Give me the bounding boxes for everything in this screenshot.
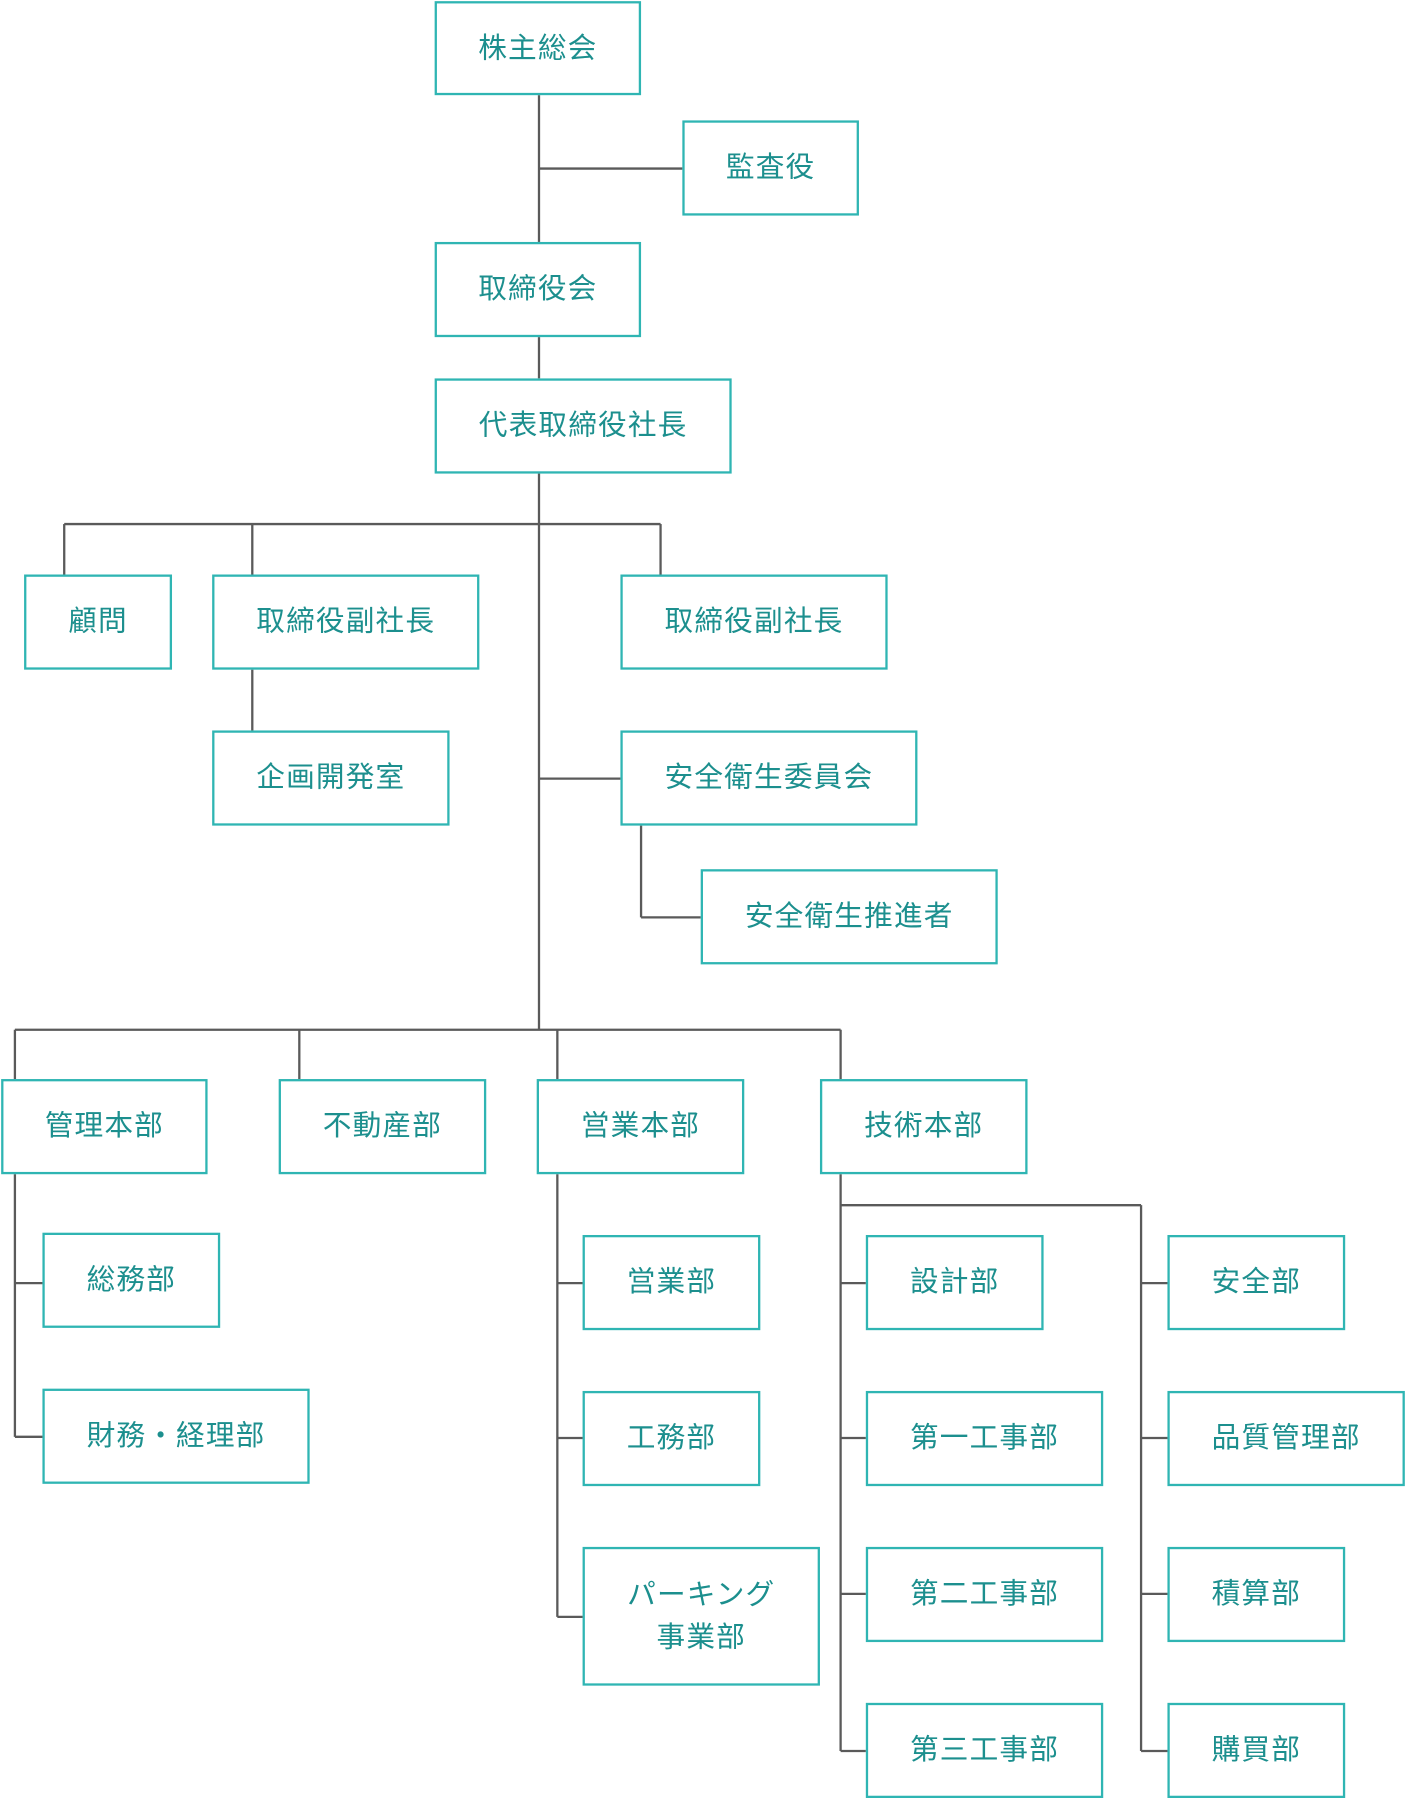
estimation-box: 積算部 (1167, 1546, 1346, 1643)
box-label: 安全衛生委員会 (664, 760, 874, 794)
box-label: 営業本部 (580, 1109, 701, 1143)
box-label: 監査役 (725, 150, 816, 184)
box-label: 第三工事部 (909, 1733, 1060, 1767)
parking-business-box: パーキング 事業部 (582, 1546, 820, 1686)
box-label: 総務部 (86, 1262, 177, 1297)
box-label: 購買部 (1211, 1733, 1302, 1767)
construction-1-box: 第一工事部 (865, 1390, 1104, 1487)
construction-2-box: 第二工事部 (865, 1546, 1104, 1643)
construction-affairs-box: 工務部 (582, 1390, 761, 1487)
general-affairs-box: 総務部 (42, 1232, 221, 1328)
real-estate-box: 不動産部 (278, 1079, 487, 1175)
safety-dept-box: 安全部 (1167, 1234, 1346, 1331)
sales-hq-box: 営業本部 (536, 1079, 745, 1175)
box-label: 営業部 (626, 1265, 717, 1299)
board-of-directors-box: 取締役会 (434, 241, 642, 338)
box-label: 技術本部 (864, 1109, 984, 1143)
design-dept-box: 設計部 (865, 1234, 1044, 1331)
box-label: 第二工事部 (909, 1577, 1060, 1611)
construction-3-box: 第三工事部 (865, 1702, 1104, 1798)
shareholders-meeting-box: 株主総会 (434, 1, 642, 96)
vice-president-right-box: 取締役副社長 (620, 574, 888, 670)
box-label: 工務部 (626, 1421, 717, 1455)
sales-dept-box: 営業部 (582, 1234, 761, 1331)
box-label: 管理本部 (44, 1109, 164, 1143)
tech-hq-box: 技術本部 (819, 1079, 1028, 1175)
admin-hq-box: 管理本部 (1, 1079, 208, 1175)
finance-accounting-box: 財務・経理部 (42, 1388, 310, 1484)
box-label: 株主総会 (478, 30, 598, 65)
box-label: 不動産部 (322, 1109, 443, 1143)
box-label: 安全衛生推進者 (744, 899, 954, 933)
safety-committee-box: 安全衛生委員会 (620, 730, 918, 826)
box-label: 取締役会 (478, 272, 598, 306)
box-label: パーキング 事業部 (627, 1578, 776, 1653)
auditor-box: 監査役 (682, 120, 859, 216)
planning-office-box: 企画開発室 (212, 730, 450, 826)
box-label: 積算部 (1211, 1577, 1302, 1611)
box-label: 設計部 (909, 1265, 1000, 1299)
box-label: 第一工事部 (909, 1421, 1060, 1455)
president-box: 代表取締役社長 (434, 378, 732, 474)
vice-president-left-box: 取締役副社長 (212, 574, 480, 670)
box-label: 安全部 (1211, 1265, 1302, 1299)
box-label: 取締役副社長 (256, 604, 436, 638)
box-label: 顧問 (68, 604, 128, 638)
box-label: 取締役副社長 (664, 604, 844, 638)
box-label: 品質管理部 (1211, 1421, 1361, 1455)
box-label: 代表取締役社長 (478, 408, 688, 442)
purchasing-box: 購買部 (1167, 1702, 1346, 1798)
box-label: 企画開発室 (256, 760, 406, 794)
quality-control-box: 品質管理部 (1167, 1390, 1405, 1487)
advisor-box: 顧問 (24, 574, 173, 670)
safety-promoter-box: 安全衛生推進者 (700, 869, 998, 965)
box-label: 財務・経理部 (86, 1418, 266, 1453)
